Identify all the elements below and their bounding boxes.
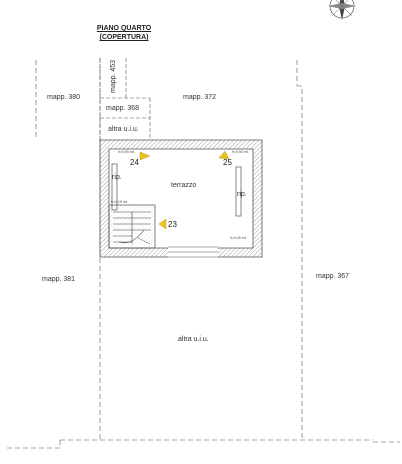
label-height-top-left: h=0,90 mt.	[118, 150, 135, 154]
label-photo-24: 24	[130, 158, 139, 167]
label-height-bottom-right: h=0,40 mt.	[230, 236, 247, 240]
label-altra-uiu-bottom: altra u.i.u.	[178, 336, 209, 343]
plan-title-line1: PIANO QUARTO	[96, 25, 152, 32]
label-mapp-368: mapp. 368	[106, 105, 140, 112]
label-rip-right: rip.	[237, 191, 247, 198]
label-mapp-381: mapp. 381	[42, 276, 76, 283]
label-mapp-453: mapp. 453	[110, 59, 117, 93]
label-height-stair: h=1,15 mt.	[111, 200, 128, 204]
camera-viewpoint-icon	[139, 150, 230, 230]
compass-rose-icon	[328, 0, 356, 20]
label-mapp-367: mapp. 367	[316, 273, 350, 280]
label-altra-uiu-top: altra u.i.u.	[108, 126, 139, 133]
label-height-top-right: h=0,90 mt.	[232, 150, 249, 154]
property-boundaries	[5, 58, 400, 449]
label-photo-25: 25	[223, 158, 232, 167]
label-mapp-372: mapp. 372	[183, 94, 217, 101]
label-terrazzo: terrazzo	[171, 182, 197, 189]
plan-title-line2: (COPERTURA)	[99, 34, 149, 41]
staircase	[108, 204, 156, 249]
label-rip-left: rip.	[112, 174, 122, 181]
label-photo-23: 23	[168, 220, 177, 229]
label-mapp-380: mapp. 380	[47, 94, 81, 101]
adjacent-units-column	[99, 58, 151, 140]
